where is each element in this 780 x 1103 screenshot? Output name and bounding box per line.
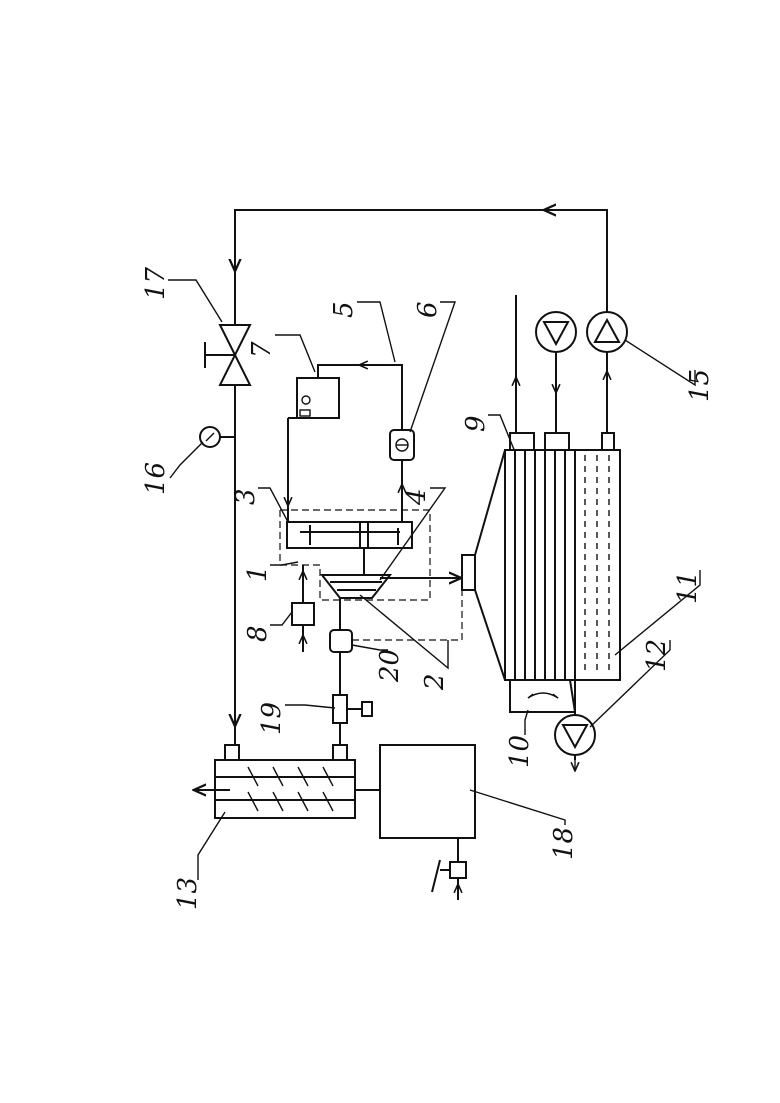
valve-19 [333,695,372,723]
label-10: 10 [505,735,535,768]
control-8 [292,565,314,652]
label-20: 20 [375,649,405,683]
label-8: 8 [243,625,273,642]
valve-17 [205,325,250,385]
label-13: 13 [173,877,203,910]
label-18: 18 [549,827,579,860]
label-3: 3 [231,488,261,505]
sensor-20 [330,590,462,652]
label-1: 1 [243,565,273,582]
label-11: 11 [673,571,703,604]
label-17: 17 [141,266,171,300]
pump-upper [536,312,576,352]
heat-exchanger-13 [195,745,380,818]
label-12: 12 [642,639,672,672]
pump-12 [555,715,595,755]
reactor-9 [462,450,620,712]
pressure-gauge-16 [200,427,235,447]
label-16: 16 [141,462,171,495]
label-4: 4 [402,488,432,506]
pump-15 [587,312,627,352]
mixer-3 [287,522,412,548]
label-19: 19 [257,702,287,735]
cone-2 [322,548,460,605]
tank-7 [288,365,402,522]
label-6: 6 [413,301,443,318]
label-15: 15 [685,369,715,402]
label-7: 7 [247,341,277,358]
filter-6 [390,430,414,522]
label-5: 5 [329,301,359,318]
label-2: 2 [420,673,450,691]
label-9: 9 [461,415,491,432]
block-18 [380,745,475,900]
